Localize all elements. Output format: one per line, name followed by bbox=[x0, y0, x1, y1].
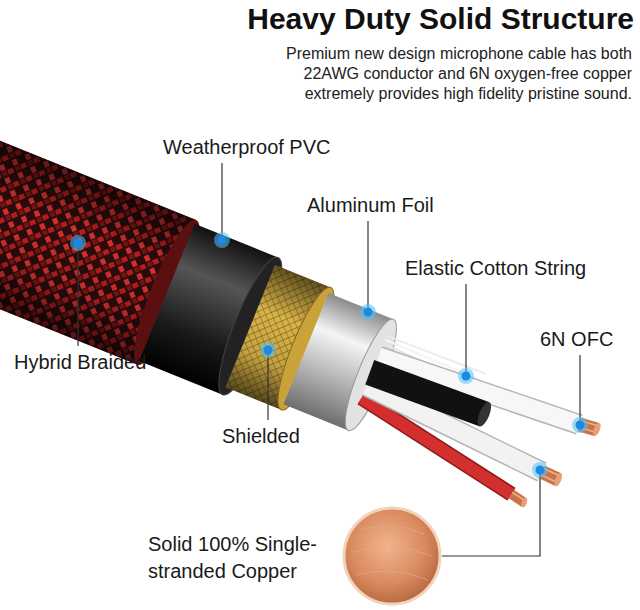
leader-line bbox=[442, 470, 540, 556]
part-label: Elastic Cotton String bbox=[405, 256, 586, 280]
diagram-caption: Premium new design microphone cable has … bbox=[242, 44, 632, 104]
part-label: Aluminum Foil bbox=[307, 193, 434, 217]
leader-line bbox=[267, 350, 268, 420]
leader-line bbox=[221, 163, 222, 240]
part-label: Hybrid Braided bbox=[14, 350, 146, 374]
part-label: Solid 100% Single- stranded Copper bbox=[148, 531, 338, 585]
leader-line bbox=[465, 284, 466, 376]
callout-dots bbox=[70, 232, 588, 478]
diagram-title: Heavy Duty Solid Structure bbox=[247, 2, 634, 36]
copper-sample bbox=[344, 508, 440, 604]
part-label: Weatherproof PVC bbox=[163, 135, 331, 159]
leader-line bbox=[579, 355, 580, 425]
cable-body bbox=[0, 119, 616, 534]
part-label: 6N OFC bbox=[540, 327, 613, 351]
leader-line bbox=[77, 243, 78, 346]
leader-line bbox=[367, 221, 368, 312]
part-label: Shielded bbox=[222, 424, 300, 448]
